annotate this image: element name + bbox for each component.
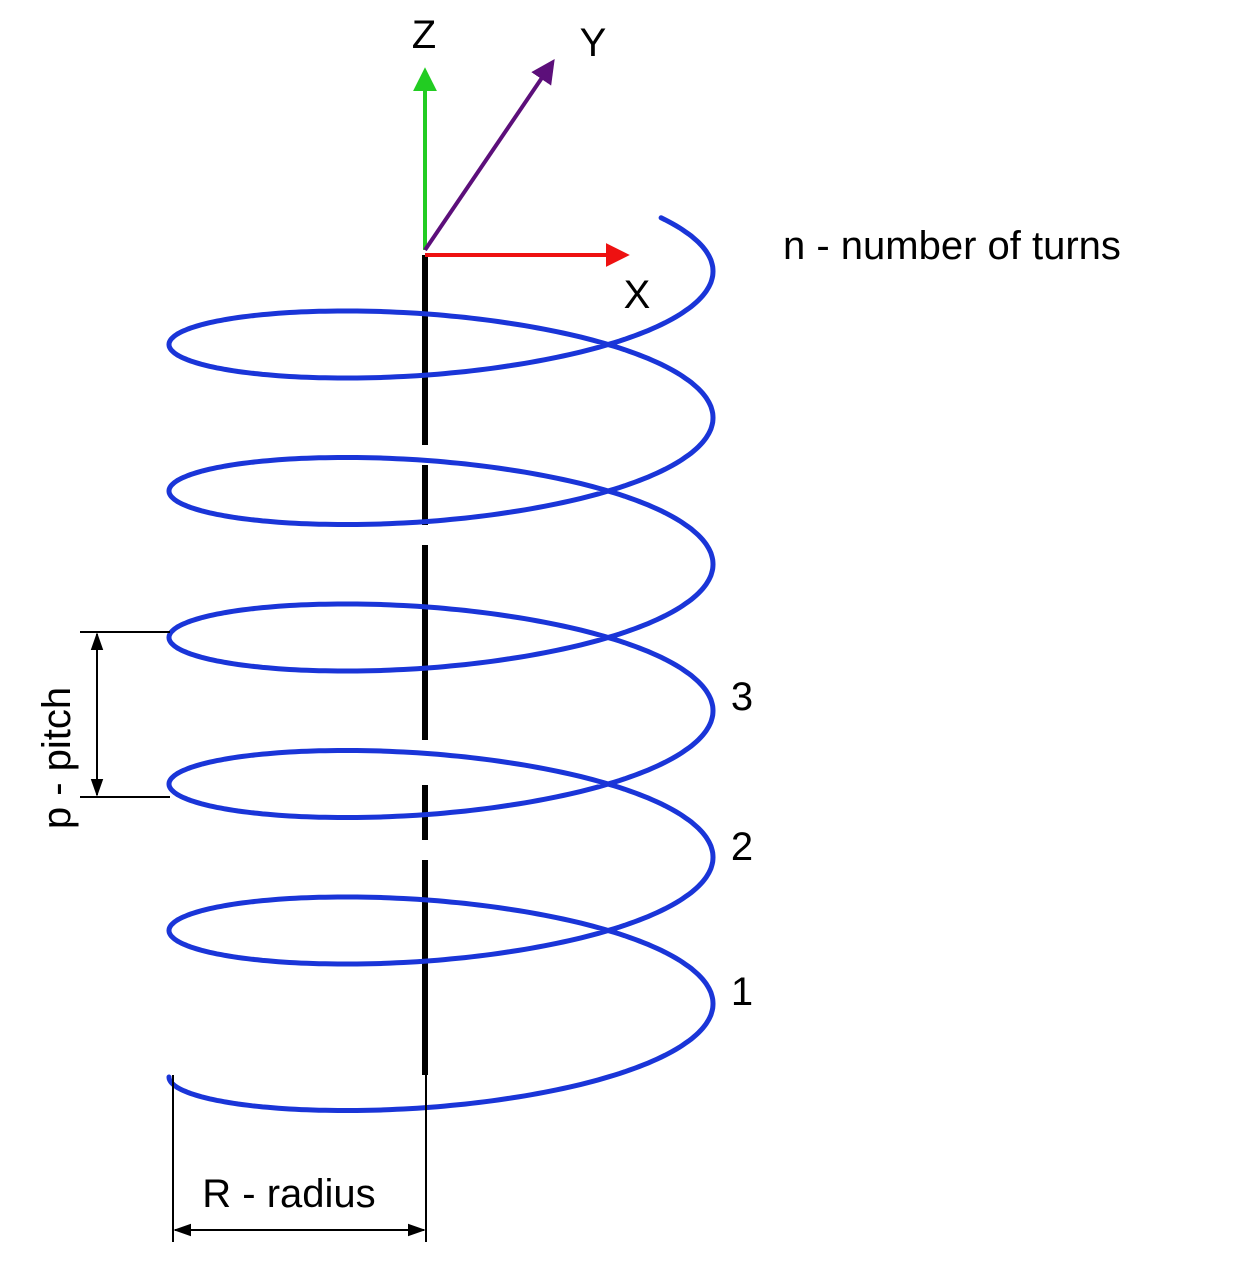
pitch-dimension (80, 631, 170, 798)
helix-curve (166, 215, 716, 1113)
radius-dimension (172, 1075, 427, 1242)
turn-number-1: 1 (731, 970, 753, 1014)
turns-legend: n - number of turns (783, 224, 1121, 268)
turn-number-2: 2 (731, 825, 753, 869)
pitch-label: p - pitch (35, 687, 79, 829)
y-axis-arrow (423, 59, 555, 252)
turn-number-3: 3 (731, 675, 753, 719)
z-axis-label: Z (412, 13, 436, 57)
x-axis-label: X (624, 273, 651, 317)
coordinate-axes (413, 59, 630, 267)
y-axis-label: Y (580, 21, 607, 65)
radius-label: R - radius (202, 1172, 375, 1216)
